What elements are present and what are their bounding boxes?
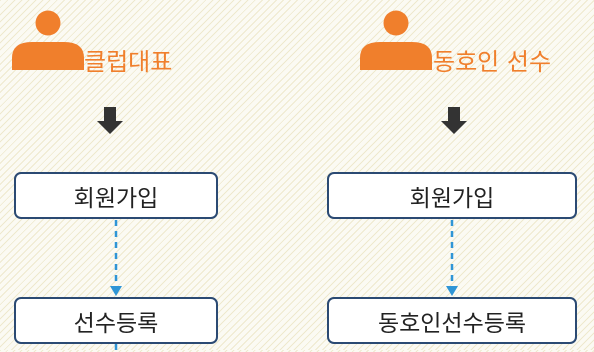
dashed-connector — [110, 220, 122, 296]
down-arrow-icon — [97, 107, 123, 134]
step-label: 회원가입 — [409, 185, 495, 212]
step-label: 회원가입 — [73, 185, 159, 212]
step-box-signup[interactable]: 회원가입 — [327, 172, 577, 219]
step-box-signup[interactable]: 회원가입 — [14, 172, 218, 219]
dashed-connector — [446, 220, 458, 296]
person-icon — [12, 10, 84, 70]
step-box-amateur-player-registration[interactable]: 동호인선수등록 — [327, 297, 577, 344]
step-box-player-registration[interactable]: 선수등록 — [14, 297, 218, 344]
person-icon — [360, 10, 432, 70]
role-label: 클럽대표 — [84, 48, 173, 76]
dashed-connector-tail — [114, 344, 118, 352]
step-label: 동호인선수등록 — [377, 310, 527, 337]
down-arrow-icon — [441, 107, 467, 134]
role-label: 동호인 선수 — [433, 48, 552, 76]
step-label: 선수등록 — [73, 310, 159, 337]
